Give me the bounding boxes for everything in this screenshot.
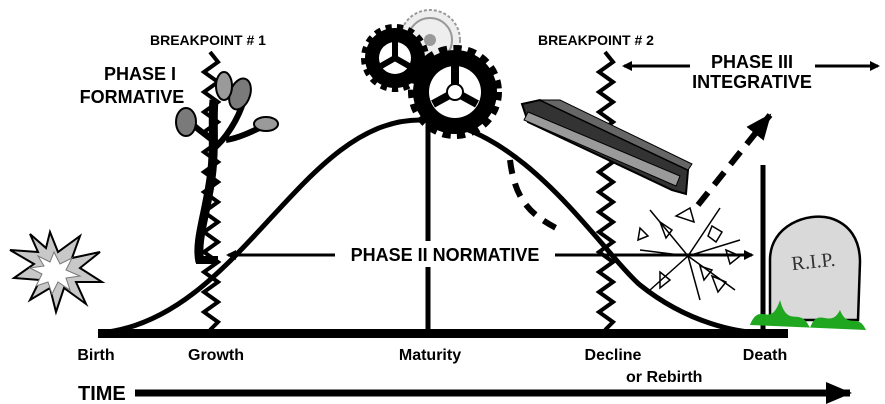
gears-icon [361,9,502,139]
stage-label-death: Death [743,347,787,364]
starburst-icon [9,228,106,316]
phase-3-label-line1: PHASE III [711,52,793,72]
phase-2-label: PHASE II NORMATIVE [351,245,540,265]
stage-label-maturity: Maturity [399,347,461,364]
breakpoint-2-zigzag [595,50,617,332]
tombstone-icon: R.I.P. [750,215,866,330]
steel-beam-icon [520,98,693,196]
phase-3-label-line2: INTEGRATIVE [692,72,812,92]
stage-label-decline: Decline [585,347,642,364]
breakpoint-1-zigzag [200,50,222,332]
phase-1-label-line2: FORMATIVE [80,87,185,107]
stage-label-birth: Birth [77,347,114,364]
time-label: TIME [78,383,126,404]
tombstone-text: R.I.P. [790,249,836,275]
shattered-glass-icon [637,206,742,301]
or-rebirth-label: or Rebirth [626,369,702,386]
phase-1-label-line1: PHASE I [104,64,176,84]
breakpoint-2-label: BREAKPOINT # 2 [538,32,654,48]
decline-dashed-path [507,159,562,233]
baseline [98,329,788,338]
plant-icon [175,71,279,264]
rebirth-dashed-arrow [695,113,773,207]
breakpoint-1-label: BREAKPOINT # 1 [150,32,266,48]
stage-label-growth: Growth [188,347,244,364]
